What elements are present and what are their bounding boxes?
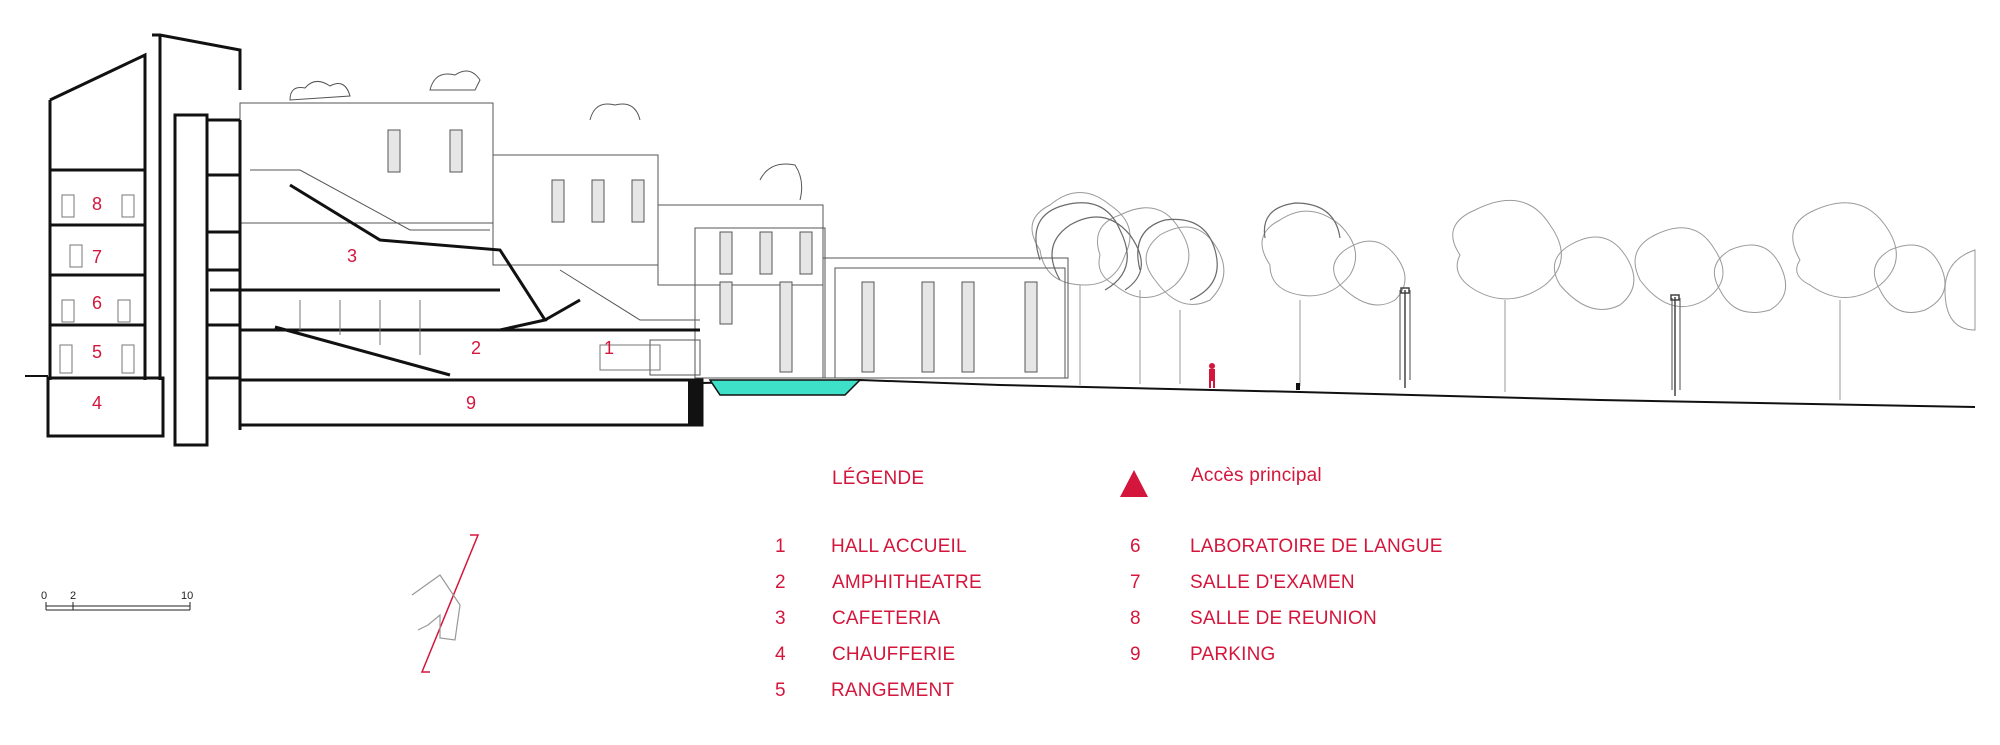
legend-item-2-num: 2: [775, 572, 786, 593]
room-label-4: 4: [92, 393, 103, 413]
room-label-6: 6: [92, 293, 103, 313]
legend-item-5-num: 5: [775, 680, 786, 701]
scale-tick-10: 10: [181, 590, 194, 602]
room-label-7: 7: [92, 247, 103, 267]
legend-item-8-label: SALLE DE REUNION: [1190, 608, 1377, 629]
room-label-2: 2: [471, 338, 482, 358]
foreground-trees: [1035, 202, 1681, 390]
legend-item-4-label: CHAUFFERIE: [832, 644, 956, 665]
legend-item-9-label: PARKING: [1190, 644, 1276, 665]
access-triangle-icon: [1120, 470, 1148, 497]
retaining-wall: [688, 380, 702, 425]
room-label-3: 3: [347, 246, 358, 266]
legend-item-5-label: RANGEMENT: [831, 680, 955, 701]
legend-item-2-label: AMPHITHEATRE: [832, 572, 982, 593]
legend-item-1-label: HALL ACCUEIL: [831, 536, 967, 557]
legend-item-1-num: 1: [775, 536, 786, 557]
room-label-8: 8: [92, 194, 103, 214]
legend-item-6-num: 6: [1130, 536, 1141, 557]
water-pool: [708, 379, 862, 396]
access-label: Accès principal: [1191, 465, 1322, 486]
scale-bar: [45, 602, 191, 611]
left-tower: [46, 33, 242, 447]
scale-tick-0: 0: [41, 590, 48, 602]
room-label-1: 1: [604, 338, 615, 358]
lamp-posts: [1400, 287, 1680, 396]
room-label-5: 5: [92, 342, 103, 362]
background-buildings: [239, 70, 1069, 379]
section-cut-icon: [411, 534, 480, 673]
legend-title: LÉGENDE: [832, 468, 925, 489]
legend-item-4-num: 4: [775, 644, 786, 665]
legend-item-7-label: SALLE D'EXAMEN: [1190, 572, 1355, 593]
legend-item-8-num: 8: [1130, 608, 1141, 629]
bollard: [1296, 383, 1300, 390]
legend-item-6-label: LABORATOIRE DE LANGUE: [1190, 536, 1443, 557]
background-trees: [1031, 192, 1976, 400]
legend-item-3-label: CAFETERIA: [832, 608, 941, 629]
interior-details: [59, 194, 661, 374]
person-figure: [1209, 363, 1215, 388]
legend-item-3-num: 3: [775, 608, 786, 629]
scale-tick-2: 2: [70, 590, 77, 602]
main-section: [210, 183, 704, 427]
room-label-9: 9: [466, 393, 477, 413]
legend-item-7-num: 7: [1130, 572, 1141, 593]
legend-item-9-num: 9: [1130, 644, 1141, 665]
